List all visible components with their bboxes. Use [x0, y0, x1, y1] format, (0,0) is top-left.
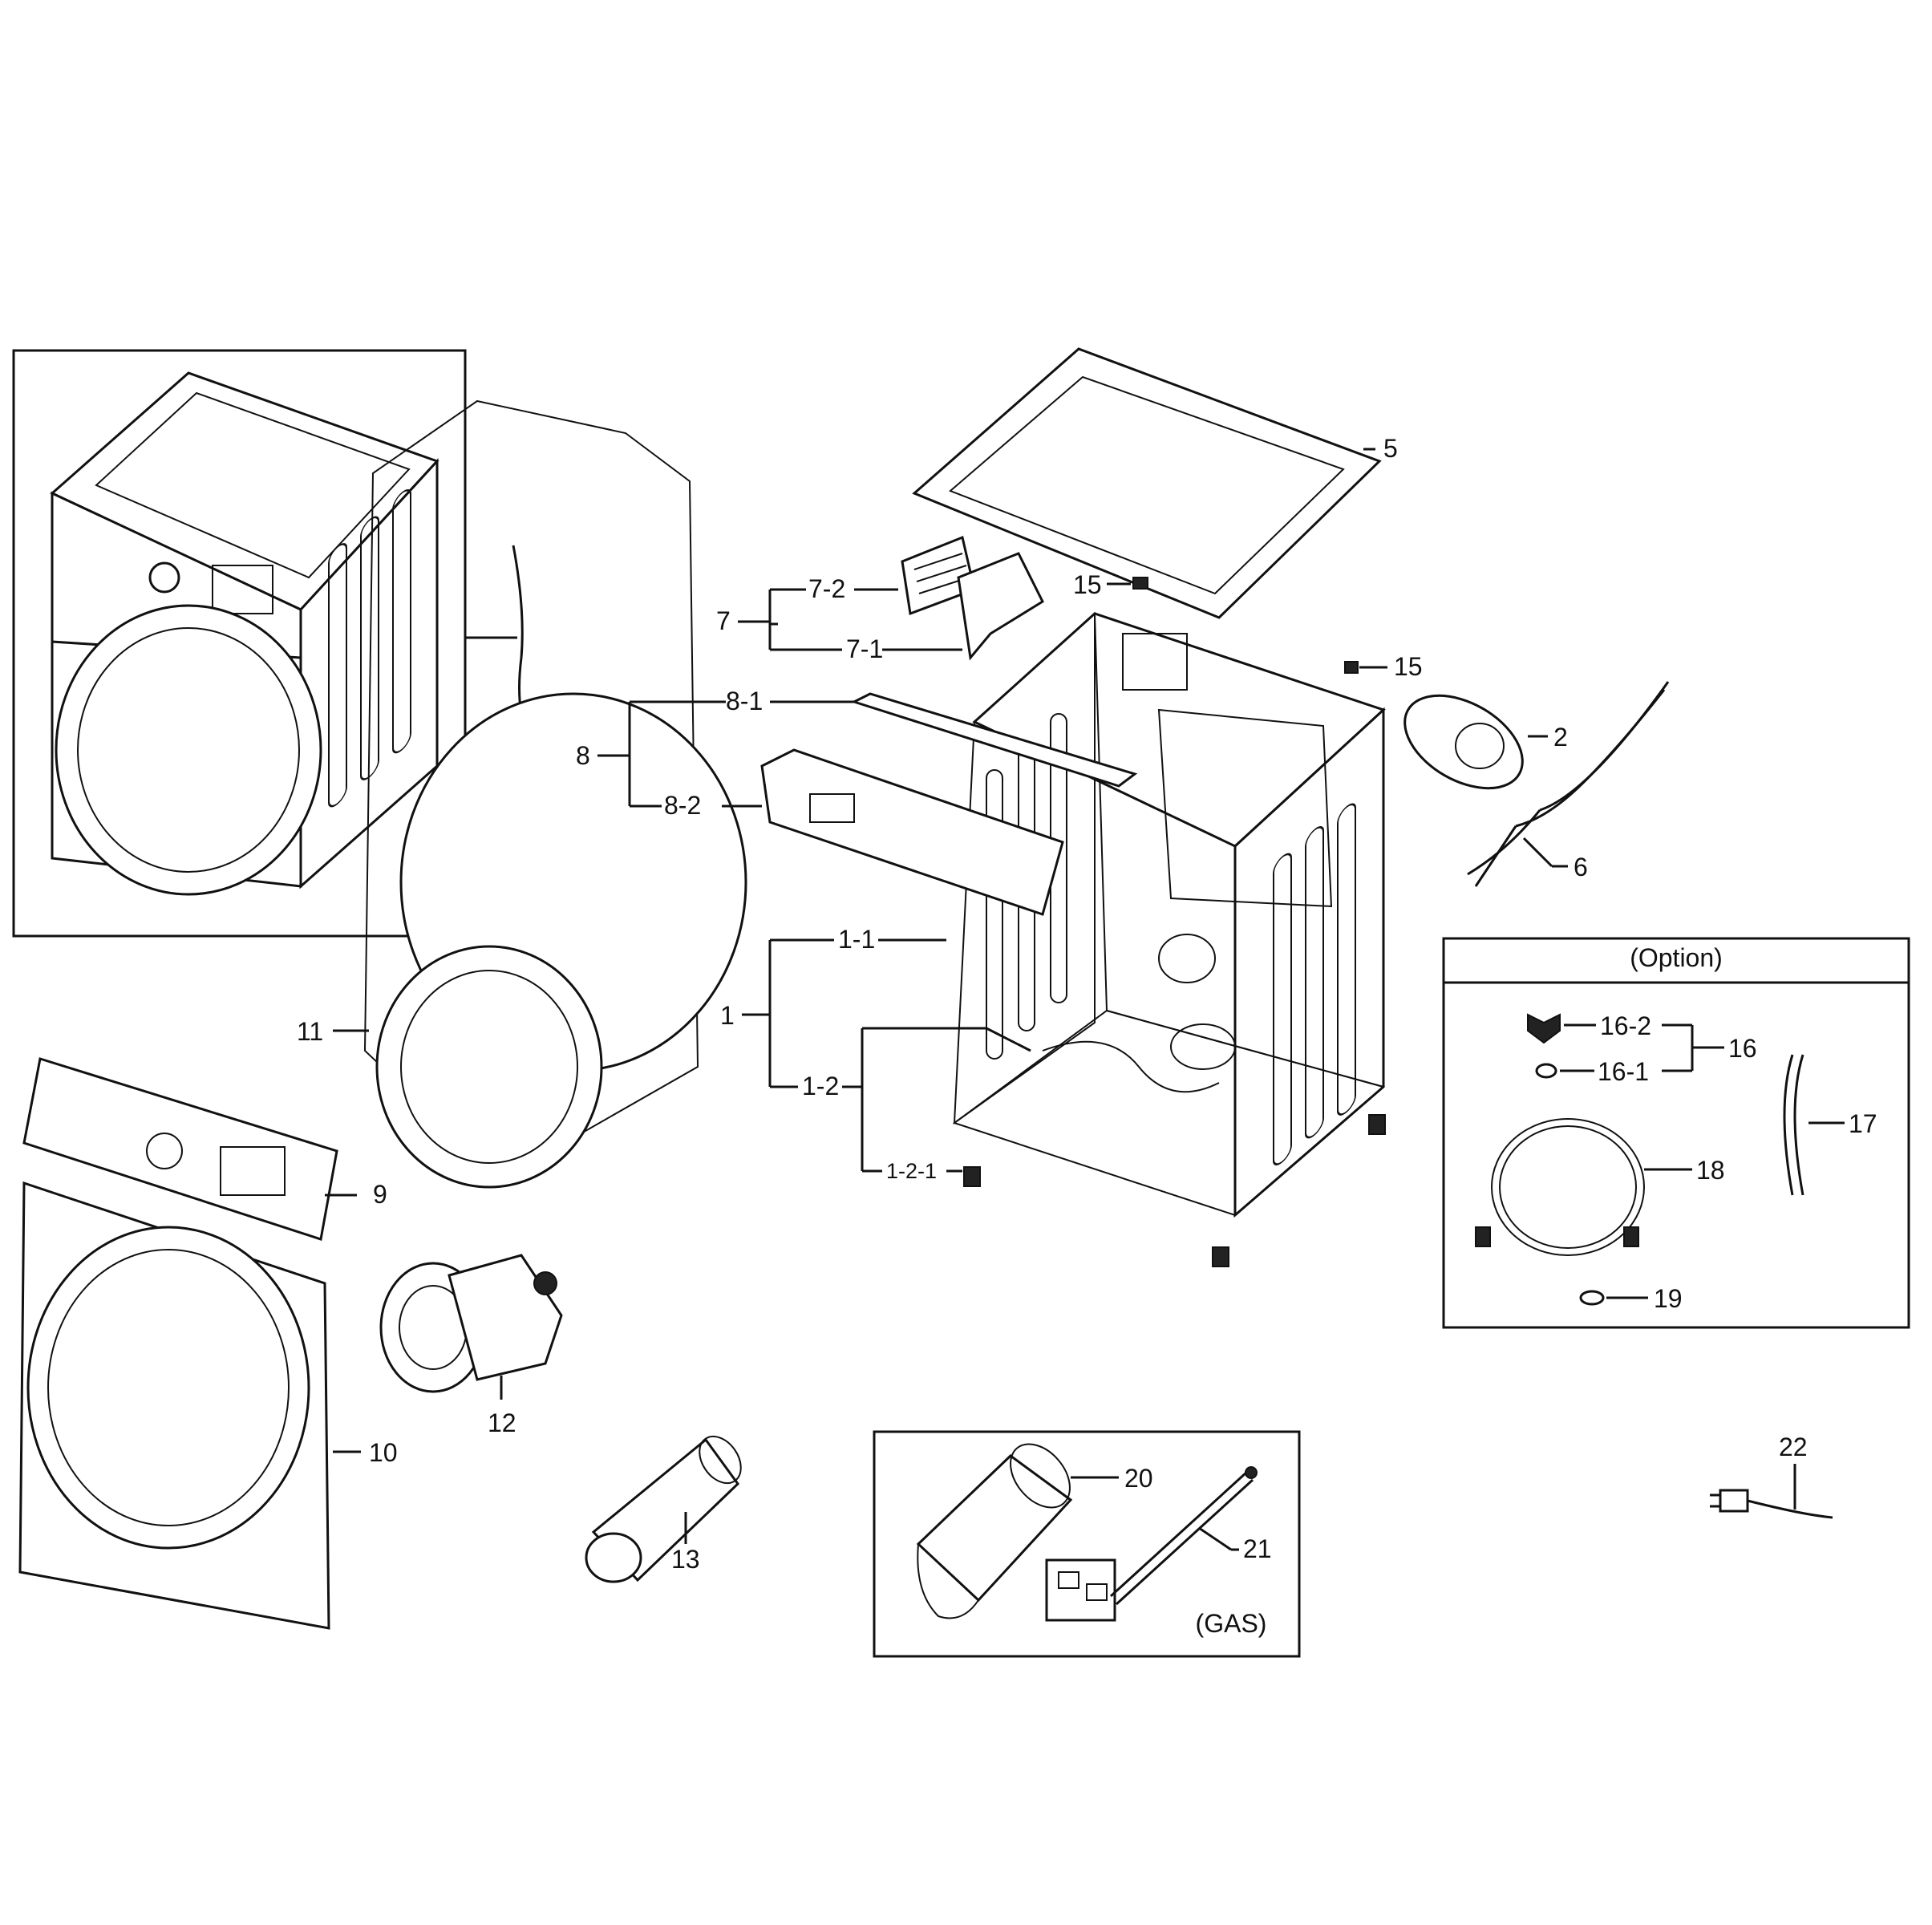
callout-5: 5: [1383, 434, 1398, 463]
callout-16-1: 16-1: [1598, 1057, 1649, 1086]
callout-8-1: 8-1: [726, 687, 763, 715]
option-frame: [1442, 937, 1910, 1329]
washer-16-1: [1535, 1063, 1557, 1079]
gas-box: (GAS) 20 21: [873, 1430, 1301, 1658]
duct-opening: [585, 1532, 642, 1583]
washer-19: [1579, 1290, 1605, 1306]
callout-8-2: 8-2: [664, 791, 701, 820]
callout-19: 19: [1654, 1284, 1683, 1313]
callout-1-2-1: 1-2-1: [886, 1159, 937, 1183]
gas-valve: [1045, 1558, 1116, 1622]
callout-16-2: 16-2: [1600, 1011, 1651, 1040]
control-panel-part: 9: [22, 1057, 387, 1241]
side-cable: [465, 545, 524, 715]
callout-10: 10: [369, 1438, 398, 1467]
drum-front-ring: [375, 945, 603, 1189]
callout-1-1: 1-1: [838, 925, 875, 954]
foot-1: [963, 1166, 981, 1187]
callout-15-right: 15: [1394, 652, 1423, 681]
screw-top: [1132, 577, 1148, 590]
gas-title: (GAS): [1196, 1609, 1267, 1638]
callout-22: 22: [1779, 1433, 1808, 1461]
screw-parts: 15 15: [1073, 570, 1423, 681]
vent-cover-part: 2: [1403, 694, 1568, 790]
callout-16: 16: [1728, 1034, 1757, 1063]
burner-tube: [916, 1454, 1073, 1603]
cord-plug: [1719, 1489, 1749, 1513]
callout-11: 11: [297, 1017, 323, 1046]
cabinet-part: 1-1 1 1-2 1-2-1: [720, 611, 1386, 1267]
y-connector: [1527, 1013, 1561, 1044]
inset-frame: [12, 349, 467, 938]
gas-frame: [873, 1430, 1301, 1658]
dial-knob: [148, 561, 180, 594]
gas-pipe: [1109, 1470, 1249, 1598]
callout-1-2: 1-2: [802, 1072, 839, 1100]
callout-12: 12: [488, 1408, 516, 1437]
wire-harness-part: 6: [1467, 681, 1670, 887]
callout-7: 7: [716, 606, 731, 635]
callout-7-1: 7-1: [846, 634, 883, 663]
callout-15-top: 15: [1073, 570, 1102, 599]
short-hose: [1783, 1054, 1794, 1196]
top-cover: [912, 347, 1382, 619]
option-title: (Option): [1630, 943, 1723, 972]
frame-8-1: [851, 692, 1138, 788]
top-cover-part: 5: [912, 347, 1398, 619]
hose-loop: [1491, 1118, 1645, 1256]
callout-6: 6: [1574, 853, 1588, 881]
foot-3: [1368, 1114, 1386, 1135]
filter-housing-part: 7-2 7-1 7: [716, 535, 1044, 663]
vent-cover: [1403, 694, 1524, 790]
front-frame-part: 8-1 8-2 8: [576, 687, 1138, 916]
control-display: [212, 565, 273, 614]
cabinet-rear-bracket: [1122, 633, 1188, 691]
callout-8: 8: [576, 741, 590, 770]
control-panel: [22, 1057, 338, 1241]
door-inner: [77, 627, 300, 873]
callout-9: 9: [373, 1180, 387, 1209]
callout-21: 21: [1243, 1534, 1272, 1563]
blower-part: 12: [379, 1254, 563, 1437]
callout-2: 2: [1553, 723, 1568, 752]
callout-20: 20: [1124, 1464, 1153, 1493]
screw-right: [1344, 661, 1359, 674]
frame-8-2: [760, 748, 1064, 916]
assembled-dryer-inset: [12, 349, 467, 938]
callout-17: 17: [1849, 1109, 1877, 1138]
option-box: (Option) 16-2 16-1 16 17 18 19: [1442, 937, 1910, 1329]
door-outer: [55, 604, 322, 896]
duct-part: 13: [585, 1435, 742, 1583]
power-cord-part: 22: [1710, 1433, 1833, 1519]
front-panel-part: 10: [18, 1181, 398, 1630]
drum-part: 11: [297, 399, 747, 1189]
filter-7-1: [957, 552, 1044, 661]
front-door-opening: [26, 1226, 310, 1550]
callout-1: 1: [720, 1001, 735, 1030]
callout-18: 18: [1696, 1156, 1725, 1185]
callout-7-2: 7-2: [808, 574, 845, 603]
callout-13: 13: [671, 1545, 700, 1574]
foot-2: [1212, 1246, 1229, 1267]
